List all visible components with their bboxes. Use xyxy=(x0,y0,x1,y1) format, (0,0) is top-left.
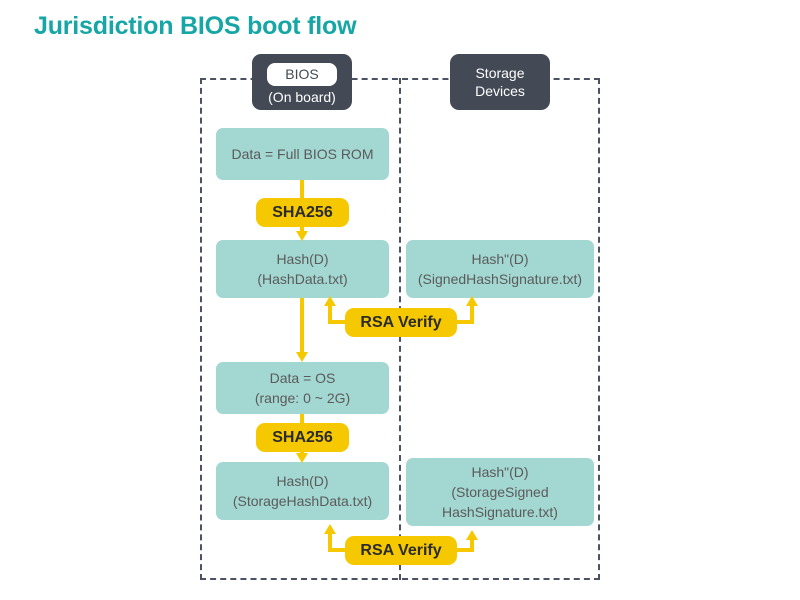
node-storage-signed-hash-line1: Hash"(D) xyxy=(471,464,529,480)
storage-header-line1: Storage xyxy=(475,65,525,81)
op-rsa-verify-top[interactable]: RSA Verify xyxy=(345,308,457,337)
storage-header-line2: Devices xyxy=(475,83,525,99)
node-bios-signed-hash-line1: Hash"(D) xyxy=(471,251,529,267)
node-bios-signed-hash: Hash"(D) (SignedHashSignature.txt) xyxy=(406,240,594,298)
node-full-bios-rom-line1: Data = Full BIOS ROM xyxy=(231,146,374,162)
node-os-data: Data = OS (range: 0 ~ 2G) xyxy=(216,362,389,414)
bios-header-subtitle: (On board) xyxy=(268,88,336,105)
bios-header-title: BIOS xyxy=(267,62,337,86)
page-title: Jurisdiction BIOS boot flow xyxy=(34,12,357,40)
op-sha256-bottom[interactable]: SHA256 xyxy=(256,423,349,452)
node-os-data-line1: Data = OS xyxy=(269,370,336,386)
storage-column-header: Storage Devices xyxy=(450,54,550,110)
node-storage-signed-hash: Hash"(D) (StorageSigned HashSignature.tx… xyxy=(406,458,594,526)
node-storage-hash-line2: (StorageHashData.txt) xyxy=(232,493,373,509)
node-os-data-line2: (range: 0 ~ 2G) xyxy=(254,390,351,406)
node-storage-signed-hash-line3: HashSignature.txt) xyxy=(442,504,558,520)
op-sha256-top[interactable]: SHA256 xyxy=(256,198,349,227)
node-bios-hash-line1: Hash(D) xyxy=(276,251,329,267)
node-storage-hash-line1: Hash(D) xyxy=(276,473,329,489)
node-storage-signed-hash-line2: (StorageSigned xyxy=(451,484,549,500)
node-full-bios-rom: Data = Full BIOS ROM xyxy=(216,128,389,180)
bios-column-header: BIOS (On board) xyxy=(252,54,352,110)
node-bios-hash-line2: (HashData.txt) xyxy=(257,271,348,287)
node-storage-hash: Hash(D) (StorageHashData.txt) xyxy=(216,462,389,520)
op-rsa-verify-bottom[interactable]: RSA Verify xyxy=(345,536,457,565)
node-bios-hash: Hash(D) (HashData.txt) xyxy=(216,240,389,298)
node-bios-signed-hash-line2: (SignedHashSignature.txt) xyxy=(417,271,583,287)
